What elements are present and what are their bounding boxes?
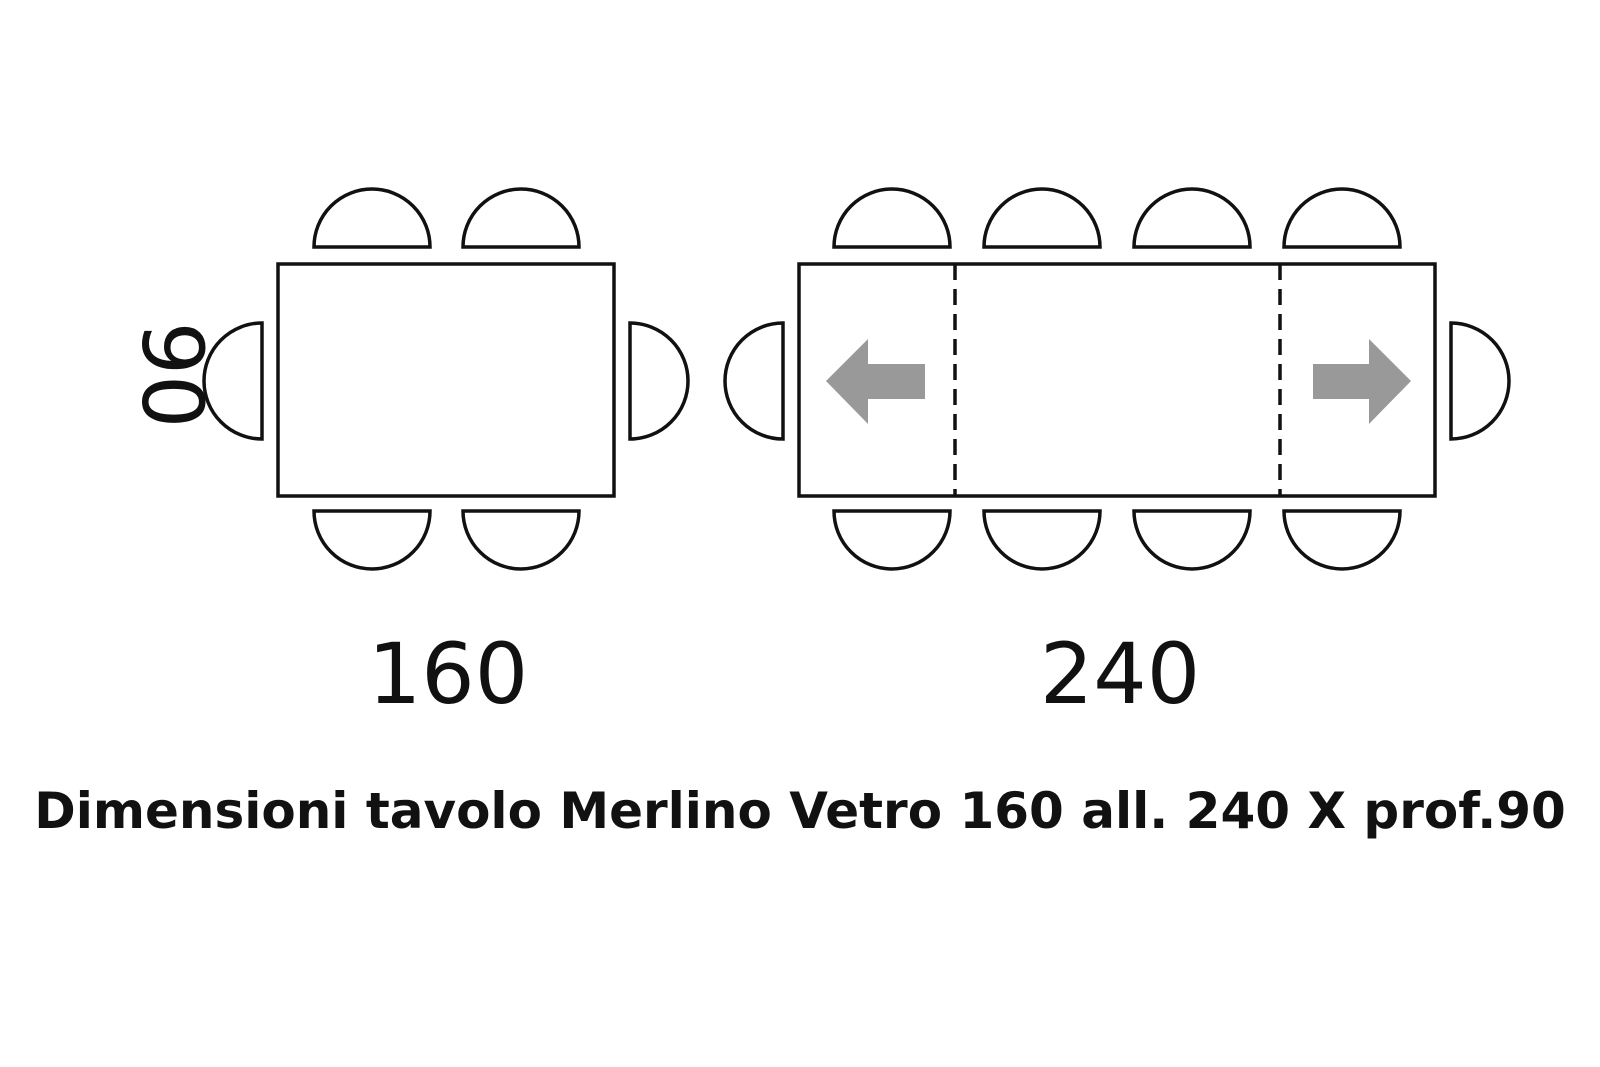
- chair: [1449, 321, 1511, 441]
- closed-table-group: [202, 187, 690, 571]
- depth-label: 90: [123, 322, 221, 429]
- closed-table-top: [276, 262, 616, 498]
- chair: [461, 187, 581, 249]
- extended-table-group: [723, 187, 1511, 571]
- chair: [1132, 187, 1252, 249]
- chair: [202, 321, 264, 441]
- chair: [1282, 509, 1402, 571]
- length-closed-label: 160: [368, 625, 528, 723]
- chair: [832, 509, 952, 571]
- arrow-right-icon: [1313, 339, 1411, 424]
- chair: [312, 509, 432, 571]
- chair: [982, 509, 1102, 571]
- caption: Dimensioni tavolo Merlino Vetro 160 all.…: [34, 782, 1566, 840]
- chair: [1282, 187, 1402, 249]
- chair: [723, 321, 785, 441]
- chair: [461, 509, 581, 571]
- chair: [1132, 509, 1252, 571]
- extended-table-top: [797, 262, 1437, 498]
- chair: [982, 187, 1102, 249]
- arrow-left-icon: [826, 339, 925, 424]
- chair: [832, 187, 952, 249]
- chair: [312, 187, 432, 249]
- length-extended-label: 240: [1040, 625, 1200, 723]
- chair: [628, 321, 690, 441]
